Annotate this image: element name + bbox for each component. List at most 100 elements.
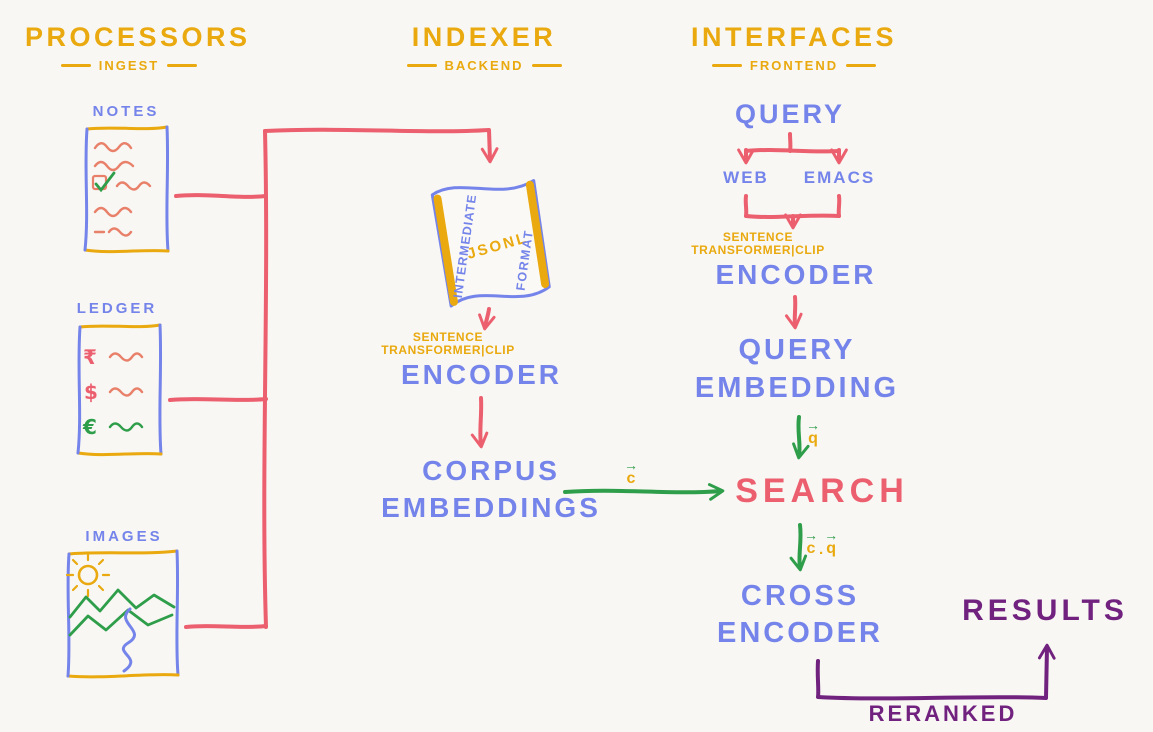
jsonl-scroll-icon: INTERMEDIATE JSONL FORMAT: [430, 179, 551, 308]
scroll-roll-right: [525, 180, 550, 289]
search-label: SEARCH: [735, 472, 909, 510]
connector-trunk: [262, 129, 269, 629]
cross-encoder-label: CROSS ENCODER: [700, 578, 900, 652]
rupee-symbol: ₹: [83, 345, 97, 369]
indexer-model-label: SENTENCE TRANSFORMER|CLIP: [358, 331, 538, 357]
notes-border-bottom: [83, 248, 170, 254]
indexer-subtitle: BACKEND: [398, 58, 570, 73]
reranked-label: RERANKED: [868, 701, 1018, 726]
subtitle-rule: [406, 64, 437, 67]
ledger-border-right: [158, 323, 163, 456]
notes-checkmark-icon: [94, 171, 116, 193]
connector-emacs-merge: [836, 194, 842, 218]
connector-converter-to-encoder: [478, 307, 496, 331]
connector-corpus-to-search: [563, 483, 725, 501]
indexer-model-line2: TRANSFORMER|CLIP: [381, 343, 515, 357]
results-label: RESULTS: [962, 594, 1128, 627]
processors-header: PROCESSORS: [25, 22, 251, 52]
ledger-border-top: [78, 323, 162, 329]
indexer-model-line1: SENTENCE: [412, 330, 484, 344]
subtitle-rule: [846, 64, 877, 67]
euro-symbol: €: [82, 415, 97, 439]
notes-scribble-4: [93, 206, 133, 218]
client-web-label: WEB: [723, 168, 769, 187]
connector-encoder-to-corpus: [470, 396, 489, 449]
query-vector-label: → q: [806, 417, 820, 447]
vector-q-letter: q: [808, 430, 818, 447]
ledger-label: LEDGER: [76, 300, 158, 317]
scroll-roll-left: [433, 194, 458, 306]
images-label: IMAGES: [85, 528, 163, 545]
interfaces-model-line1: SENTENCE: [722, 230, 794, 244]
ledger-scribble-3: [108, 422, 144, 432]
vector-arrow-icon: →: [806, 417, 820, 433]
notes-scribble-1: [93, 142, 133, 153]
vector-c-letter: c: [806, 540, 816, 557]
cq-vector-label: → c . → q: [804, 527, 839, 558]
cq-vector-q: → q: [824, 527, 839, 557]
images-border-right: [175, 549, 180, 677]
subtitle-rule: [711, 64, 742, 67]
vector-q-letter: q: [826, 540, 837, 557]
interfaces-model-line2: TRANSFORMER|CLIP: [691, 243, 825, 257]
ledger-border-bottom: [76, 451, 163, 457]
query-embedding-line1: QUERY: [738, 334, 856, 366]
ledger-scribble-2: [108, 387, 144, 397]
interfaces-subtitle-text: FRONTEND: [749, 58, 839, 73]
notes-scribble-5: [93, 227, 133, 237]
cross-encoder-line1: CROSS: [740, 580, 860, 612]
processors-subtitle: INGEST: [25, 58, 233, 73]
vector-arrow-icon: →: [624, 457, 638, 473]
ledger-scribble-1: [108, 352, 144, 362]
subtitle-rule: [167, 64, 198, 67]
scroll-body: [430, 179, 551, 308]
images-border-top: [67, 549, 179, 556]
dollar-symbol: $: [84, 380, 98, 404]
notes-label: NOTES: [92, 103, 160, 120]
ledger-card-icon: ₹ $ €: [76, 323, 163, 457]
interfaces-header: INTERFACES: [690, 22, 898, 52]
interfaces-subtitle: FRONTEND: [688, 58, 900, 73]
images-border-left: [66, 552, 71, 678]
vector-c-letter: c: [626, 470, 636, 487]
connector-images-to-trunk: [184, 624, 268, 629]
ledger-border-left: [76, 325, 82, 455]
indexer-subtitle-text: BACKEND: [444, 58, 524, 73]
interfaces-model-label: SENTENCE TRANSFORMER|CLIP: [668, 231, 848, 257]
notes-scribble-3: [115, 181, 152, 191]
mountain-ridge-1: [68, 588, 176, 619]
indexer-header: INDEXER: [411, 22, 557, 52]
notes-border-top: [85, 125, 169, 131]
interfaces-encoder-label: ENCODER: [715, 259, 877, 290]
connector-trunk-to-converter: [263, 127, 499, 164]
connector-encoder-to-query-embedding: [784, 295, 803, 330]
query-embedding-label: QUERY EMBEDDING: [678, 331, 916, 407]
vector-arrow-icon: →: [824, 527, 839, 543]
indexer-encoder-label: ENCODER: [400, 359, 562, 390]
notes-border-left: [83, 127, 89, 252]
connector-cross-encoder-to-results: [815, 643, 1056, 701]
connector-ledger-to-trunk: [168, 397, 268, 402]
notes-card-icon: [83, 125, 170, 254]
cq-vector-dot: .: [819, 541, 824, 558]
corpus-embeddings-label: CORPUS EMBEDDINGS: [377, 452, 605, 526]
query-label: QUERY: [734, 99, 845, 129]
subtitle-rule: [531, 64, 562, 67]
images-border-bottom: [66, 673, 180, 679]
corpus-embeddings-line1: CORPUS: [422, 455, 560, 486]
connector-query-bar: [744, 148, 841, 154]
mountain-ridge-2: [68, 608, 174, 637]
subtitle-rule: [60, 64, 91, 67]
connector-web-merge: [743, 194, 749, 218]
sun-rays: [65, 552, 111, 598]
river: [121, 607, 136, 673]
vector-arrow-icon: →: [804, 527, 818, 543]
notes-scribble-2: [93, 160, 135, 172]
sun-icon: [77, 564, 99, 586]
notes-border-right: [165, 125, 170, 253]
connector-query-embedding-to-search: [792, 415, 810, 460]
processors-subtitle-text: INGEST: [98, 58, 160, 73]
query-embedding-line2: EMBEDDING: [694, 372, 900, 404]
